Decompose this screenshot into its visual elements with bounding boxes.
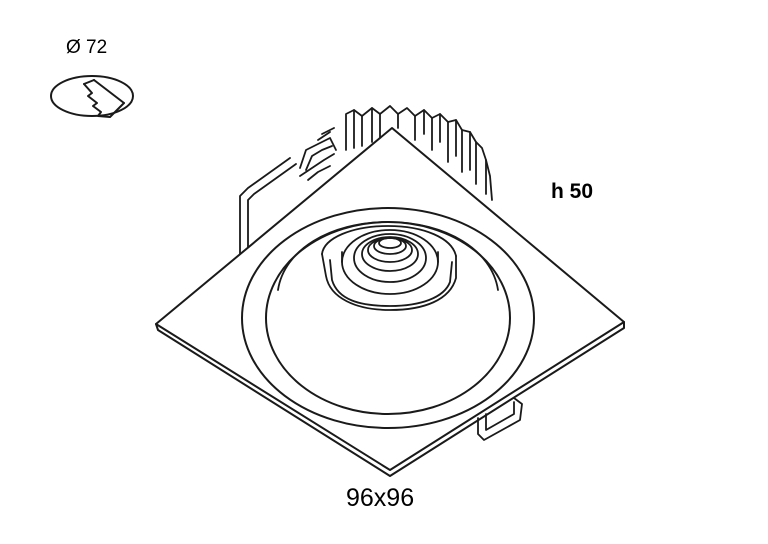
ceiling-cutout-saw-icon: [50, 75, 134, 118]
reflector-cone: [277, 221, 499, 311]
spring-clip-right: [477, 397, 523, 441]
height-label: h 50: [551, 180, 594, 203]
trim-size-label: 96x96: [346, 484, 415, 512]
heat-sink: [345, 105, 493, 201]
reflector-rim: [241, 207, 535, 429]
led-module: [341, 229, 439, 295]
cutout-diameter-label: Ø 72: [66, 37, 108, 58]
